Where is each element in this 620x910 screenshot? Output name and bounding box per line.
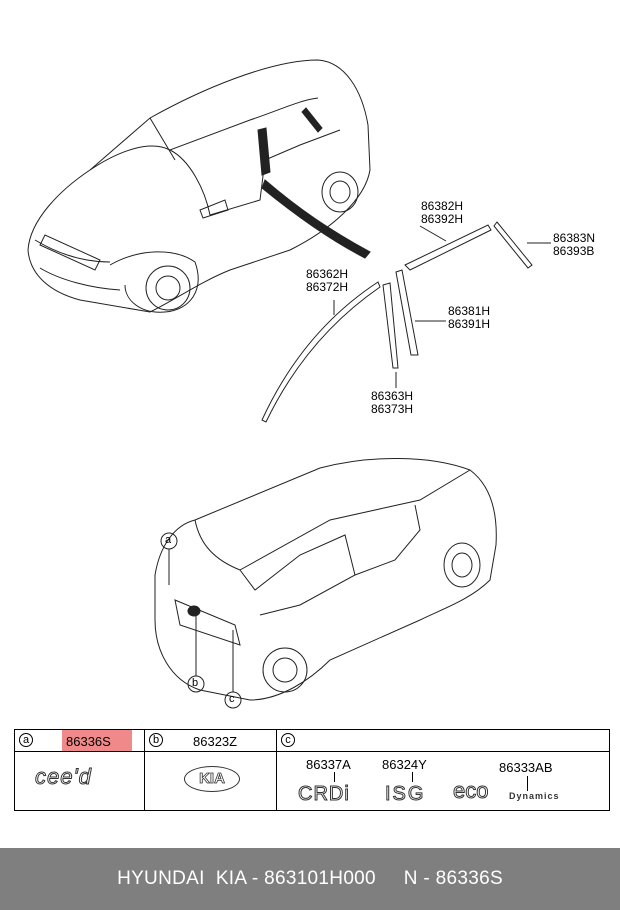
part-label: 86383N — [553, 231, 596, 245]
kia-emblem: KIA — [184, 766, 240, 792]
table-divider — [144, 730, 145, 810]
part-number-86324y[interactable]: 86324Y — [382, 757, 427, 772]
footer-part-info: HYUNDAI KIA - 863101H000 N - 86336S — [117, 868, 503, 889]
part-number-86323z[interactable]: 86323Z — [193, 734, 238, 749]
part-label: 86391H — [448, 317, 491, 331]
leader-line — [412, 772, 413, 782]
emblem-table: a 86336S cee'd b 86323Z KIA c 86337A 863… — [14, 729, 610, 811]
front-car-illustration — [27, 59, 371, 313]
part-number-86336s[interactable]: 86336S — [66, 734, 111, 749]
dynamics-emblem: Dynamics — [509, 791, 560, 801]
leader-line — [527, 776, 528, 791]
part-label: 86393B — [553, 244, 595, 258]
part-number-86333ab[interactable]: 86333AB — [499, 760, 553, 775]
isg-emblem: ISG — [384, 783, 426, 806]
ceed-emblem: cee'd — [35, 764, 92, 790]
column-b-marker: b — [149, 733, 163, 747]
part-label: 86392H — [421, 212, 464, 226]
table-divider — [276, 730, 277, 810]
highlighted-part-cell — [62, 730, 132, 751]
part-label: 86363H — [371, 389, 414, 403]
part-label: 86372H — [306, 280, 349, 294]
part-label: 86362H — [306, 267, 349, 281]
eco-emblem: eco — [452, 778, 489, 804]
table-divider — [15, 751, 609, 752]
rear-car-illustration — [154, 458, 497, 709]
callout-b-label: b — [192, 677, 199, 689]
column-a-marker: a — [19, 733, 33, 747]
kia-emblem-text: KIA — [199, 770, 226, 788]
column-c-marker: c — [281, 733, 295, 747]
leader-line — [334, 772, 335, 782]
footer-bar: HYUNDAI KIA - 863101H000 N - 86336S — [0, 848, 620, 910]
part-label: 86373H — [371, 402, 414, 416]
molding-parts — [261, 221, 551, 423]
callout-a-label: a — [165, 534, 172, 546]
part-label: 86381H — [448, 304, 491, 318]
callout-c-label: c — [229, 693, 235, 705]
crdi-emblem: CRDi — [298, 783, 350, 806]
parts-diagram — [27, 59, 551, 709]
part-number-86337a[interactable]: 86337A — [306, 757, 351, 772]
part-label: 86382H — [421, 199, 464, 213]
